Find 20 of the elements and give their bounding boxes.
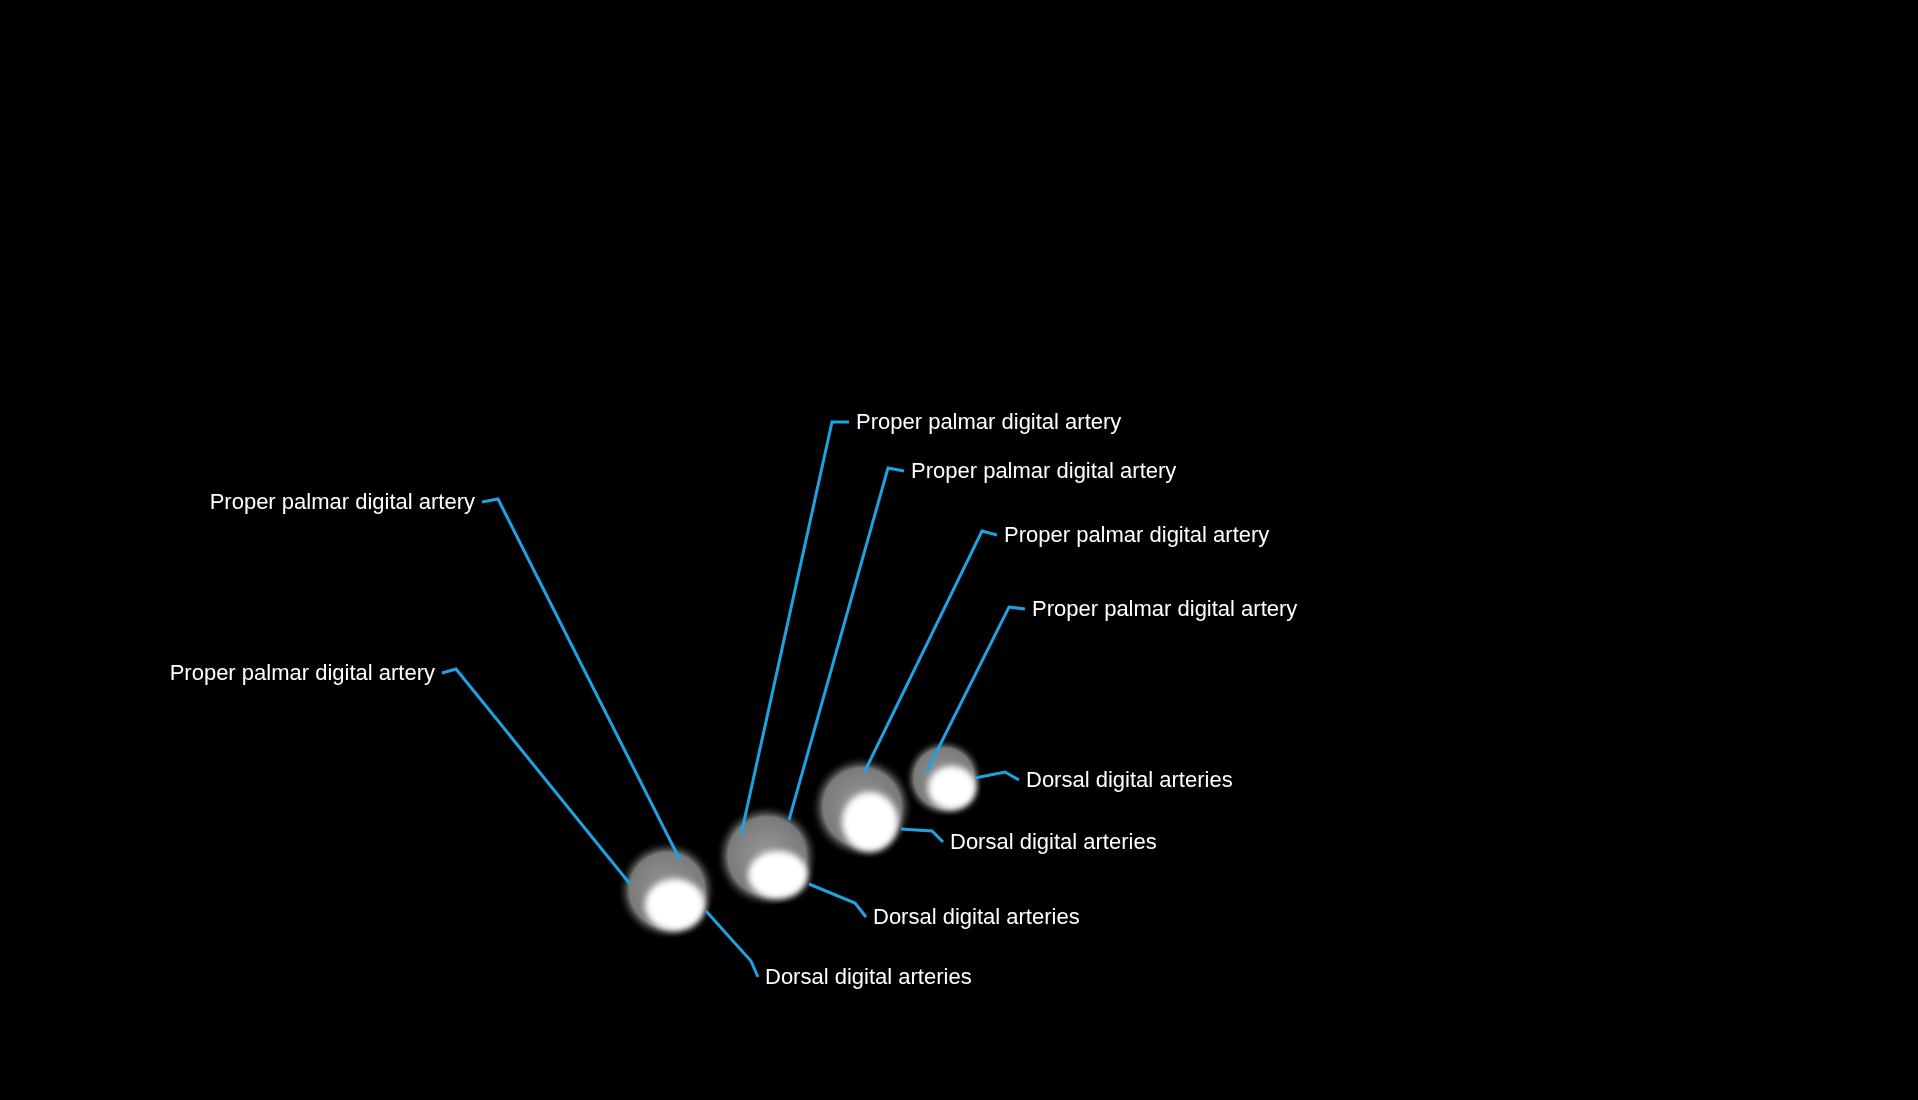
part-label: Proper palmar digital artery	[209, 489, 482, 515]
leader-line	[704, 910, 760, 978]
leader-line	[739, 420, 849, 836]
part-label: Dorsal digital arteries	[866, 904, 1080, 930]
leader-line	[481, 497, 682, 861]
part-label: Proper palmar digital artery	[169, 660, 442, 686]
leader-line	[925, 605, 1026, 772]
leader-line	[900, 827, 945, 844]
part-label: Proper palmar digital artery	[904, 458, 1177, 484]
part-label: Dorsal digital arteries	[1019, 767, 1233, 793]
part-label: Proper palmar digital artery	[997, 522, 1270, 548]
leader-line	[808, 882, 868, 918]
part-label: Proper palmar digital artery	[849, 409, 1122, 435]
leader-line	[862, 529, 998, 774]
leader-line	[974, 770, 1020, 782]
part-label: Dorsal digital arteries	[758, 964, 972, 990]
part-label: Dorsal digital arteries	[943, 829, 1157, 855]
leader-line	[441, 667, 632, 885]
leader-line	[787, 466, 905, 821]
part-label: Proper palmar digital artery	[1025, 596, 1298, 622]
